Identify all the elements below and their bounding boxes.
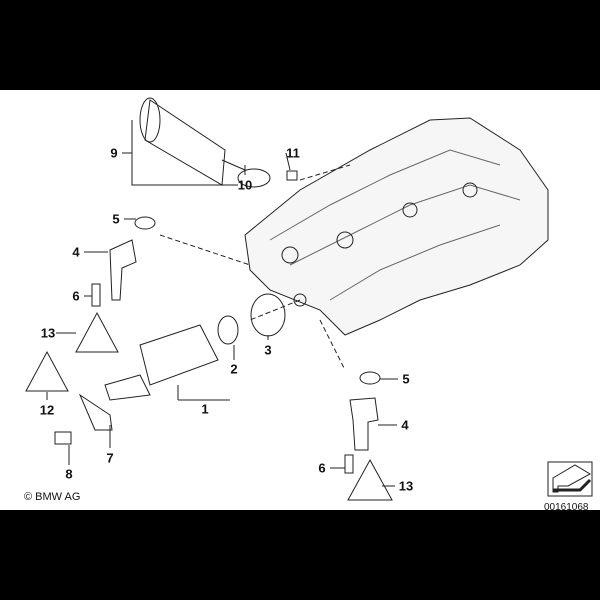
cylinder-head <box>244 117 549 336</box>
callout-4-right: 4 <box>401 417 409 433</box>
image-code: 00161068 <box>544 502 589 513</box>
orientation-arrow-icon <box>547 461 593 497</box>
callout-6-left: 6 <box>72 288 80 304</box>
vanos-solenoid <box>54 293 286 445</box>
callout-9: 9 <box>110 145 118 161</box>
camshaft-sensor-right <box>344 371 381 474</box>
callout-8: 8 <box>65 466 73 482</box>
copyright-text: © BMW AG <box>24 491 81 503</box>
callout-2: 2 <box>230 361 238 377</box>
callout-13-left: 13 <box>40 325 56 341</box>
callout-1: 1 <box>201 401 209 417</box>
callout-10: 10 <box>237 177 253 193</box>
callout-4-left: 4 <box>72 244 80 260</box>
camshaft-sensor-left <box>91 216 156 307</box>
callout-13-right: 13 <box>398 478 414 494</box>
callout-6-right: 6 <box>318 460 326 476</box>
leader-lines <box>46 120 398 487</box>
callout-12: 12 <box>39 402 55 418</box>
callout-11: 11 <box>286 145 300 161</box>
eccentric-shaft-motor <box>139 97 298 188</box>
callout-3: 3 <box>264 342 272 358</box>
callout-5-left: 5 <box>112 211 120 227</box>
warning-triangles <box>25 311 393 501</box>
callout-7: 7 <box>106 450 114 466</box>
callout-5-right: 5 <box>402 371 410 387</box>
